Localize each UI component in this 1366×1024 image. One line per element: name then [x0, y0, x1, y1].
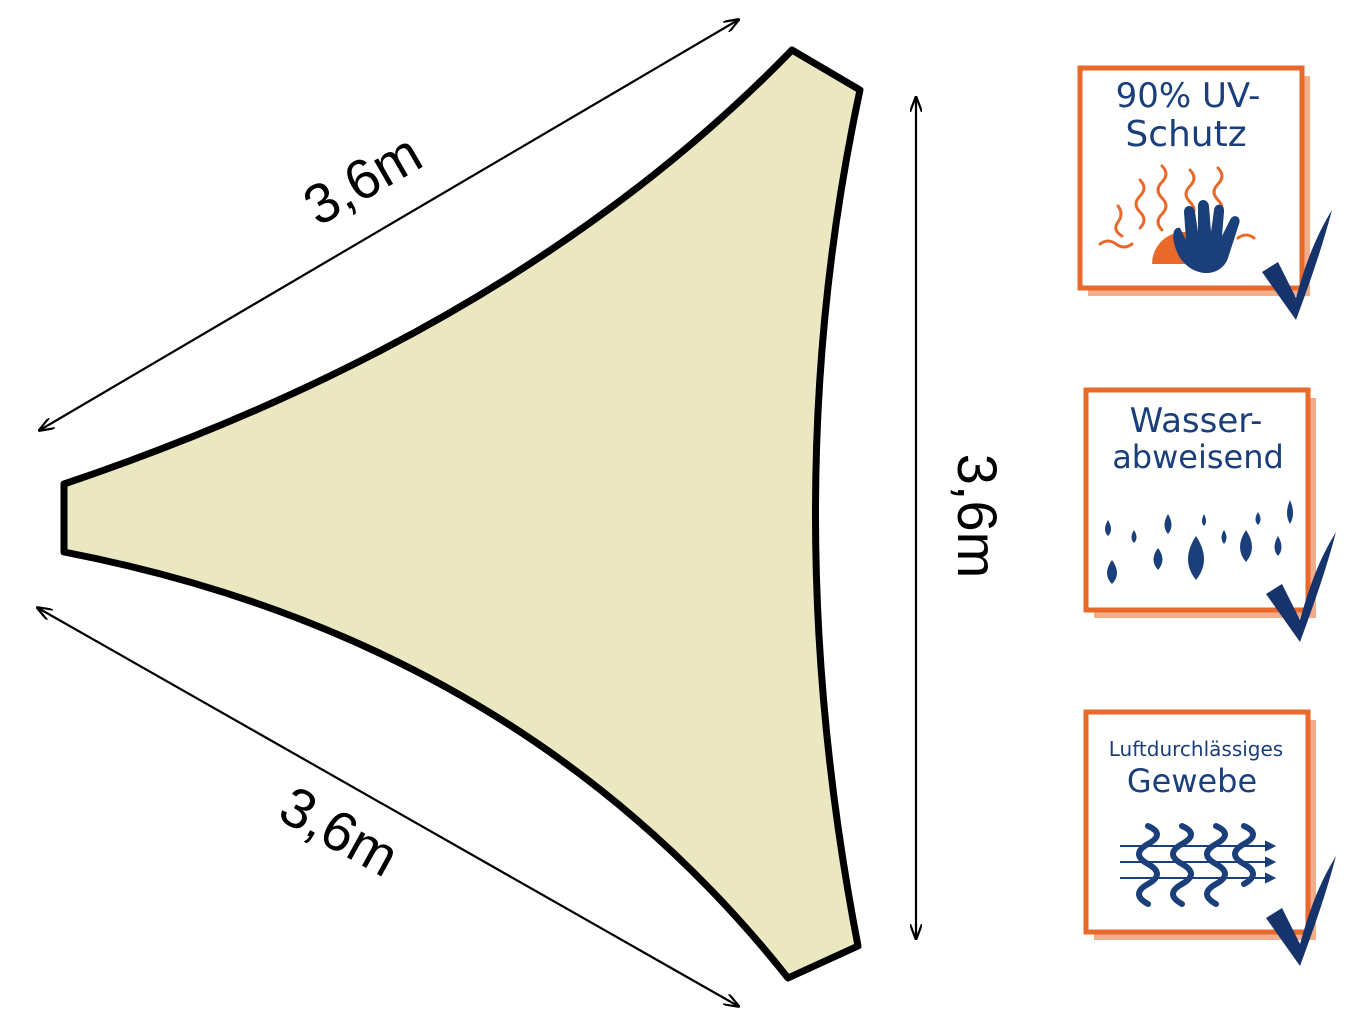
- badge-water-title-line1: Wasser-: [1130, 401, 1263, 441]
- badge-uv-title-line2: Schutz: [1125, 114, 1246, 155]
- checkmark-icon: [1266, 532, 1336, 642]
- dimension-label-top: 3,6m: [293, 121, 432, 238]
- dimension-line-bottom: [38, 608, 738, 1006]
- badge-water-repellent: Wasser- abweisend: [1083, 387, 1336, 642]
- dimension-label-bottom: 3,6m: [270, 773, 409, 888]
- badge-uv-protection: 90% UV- Schutz: [1077, 65, 1332, 320]
- checkmark-icon: [1262, 210, 1332, 320]
- dimension-line-top: [40, 20, 738, 430]
- airflow-fabric-icon: [1120, 823, 1277, 907]
- badge-fabric-title-line2: Gewebe: [1127, 762, 1257, 800]
- water-drops-icon: [1105, 500, 1293, 584]
- badge-water-title-line2: abweisend: [1112, 438, 1284, 476]
- checkmark-icon: [1266, 856, 1336, 966]
- dimension-label-right: 3,6m: [946, 454, 1009, 579]
- badge-breathable-fabric: Luftdurchlässiges Gewebe: [1083, 709, 1336, 966]
- badge-uv-title-line1: 90% UV-: [1116, 76, 1261, 116]
- sun-hand-icon: [1098, 164, 1256, 274]
- shade-sail-shape: [60, 46, 864, 982]
- badge-fabric-title-line1: Luftdurchlässiges: [1109, 737, 1283, 761]
